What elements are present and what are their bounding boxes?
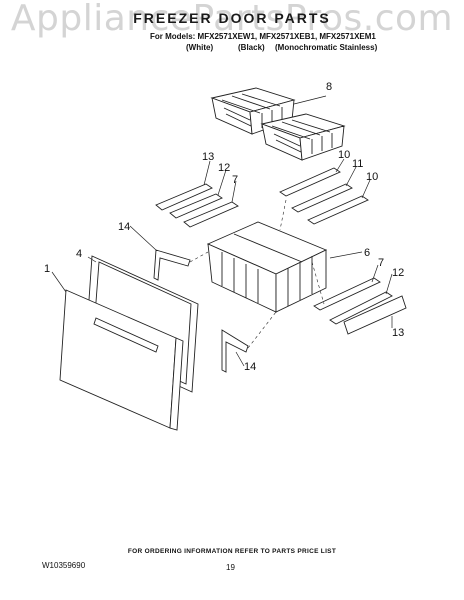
callout-14: 14 bbox=[244, 361, 256, 373]
callout-11: 11 bbox=[352, 158, 363, 170]
slide-rail-part bbox=[313, 277, 407, 335]
callout-4: 4 bbox=[76, 248, 82, 260]
callout-7: 7 bbox=[232, 174, 238, 186]
ordering-note: FOR ORDERING INFORMATION REFER TO PARTS … bbox=[127, 548, 337, 555]
callout-12: 12 bbox=[392, 267, 404, 279]
page-title: FREEZER DOOR PARTS bbox=[133, 10, 331, 26]
callout-13: 13 bbox=[202, 151, 214, 163]
bracket-part bbox=[153, 249, 191, 281]
slide-rail-part bbox=[155, 183, 239, 228]
variant-black: (Black) bbox=[238, 43, 265, 52]
upper-basket-part bbox=[260, 113, 346, 161]
bracket-part bbox=[221, 329, 249, 373]
page-number: 19 bbox=[226, 563, 235, 572]
callout-12: 12 bbox=[218, 162, 230, 174]
callout-13: 13 bbox=[392, 327, 404, 339]
slide-rail-part bbox=[279, 167, 369, 225]
freezer-door-part bbox=[59, 289, 184, 431]
variant-stainless: (Monochromatic Stainless) bbox=[275, 43, 378, 52]
upper-basket-part bbox=[210, 87, 296, 135]
callout-8: 8 bbox=[326, 81, 332, 93]
callout-6: 6 bbox=[364, 247, 370, 259]
watermark: AppliancePartsPros.com bbox=[10, 0, 454, 39]
callout-14: 14 bbox=[118, 221, 130, 233]
document-number: W10359690 bbox=[42, 561, 86, 570]
freezer-basket-part bbox=[206, 221, 328, 313]
callout-7: 7 bbox=[378, 257, 384, 269]
callout-1: 1 bbox=[44, 263, 50, 275]
callout-10: 10 bbox=[366, 171, 378, 183]
variant-white: (White) bbox=[186, 43, 214, 52]
models-line: For Models: MFX2571XEW1, MFX2571XEB1, MF… bbox=[150, 32, 376, 41]
callout-10: 10 bbox=[338, 149, 350, 161]
